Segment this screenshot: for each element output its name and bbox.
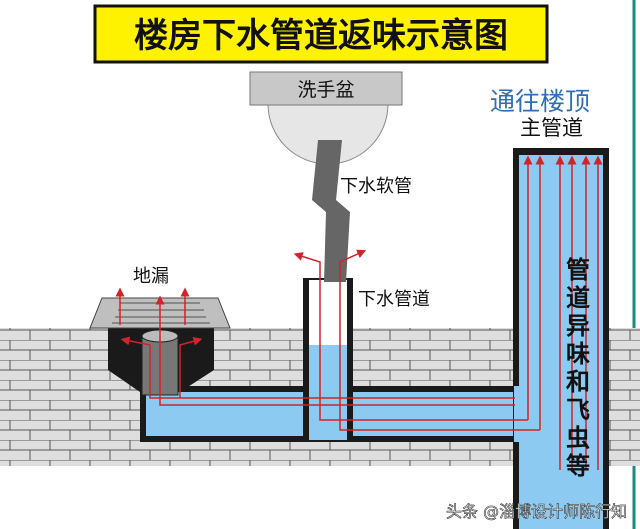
sink-label: 洗手盆 — [297, 79, 354, 101]
watermark: 头条 @淄博设计师陈行知 — [446, 502, 627, 521]
to-roof-label: 通往楼顶 — [490, 87, 590, 116]
odor-vertical-label: 管 道 异 味 和 飞 虫 等 — [566, 256, 590, 480]
odor-char: 味 — [566, 340, 590, 368]
odor-char: 等 — [566, 452, 590, 480]
floor-drain-label: 地漏 — [133, 266, 169, 287]
odor-char: 道 — [566, 284, 590, 312]
odor-char: 虫 — [566, 424, 590, 452]
drain-pipe-label: 下水管道 — [358, 289, 430, 310]
vertical-drain-pipe — [303, 278, 353, 442]
sink-basin: 洗手盆 — [249, 71, 403, 165]
odor-char: 管 — [566, 256, 590, 284]
main-vertical-pipe — [513, 148, 609, 529]
odor-char: 和 — [566, 368, 590, 396]
diagram-title: 楼房下水管道返味示意图 — [134, 16, 508, 56]
odor-char: 异 — [566, 312, 590, 340]
drain-hose — [312, 140, 350, 282]
title-banner: 楼房下水管道返味示意图 — [93, 4, 549, 64]
hose-label: 下水软管 — [340, 176, 412, 197]
odor-char: 飞 — [566, 396, 590, 424]
odor-flow-arrows — [115, 155, 603, 470]
main-pipe-label: 主管道 — [520, 116, 583, 140]
